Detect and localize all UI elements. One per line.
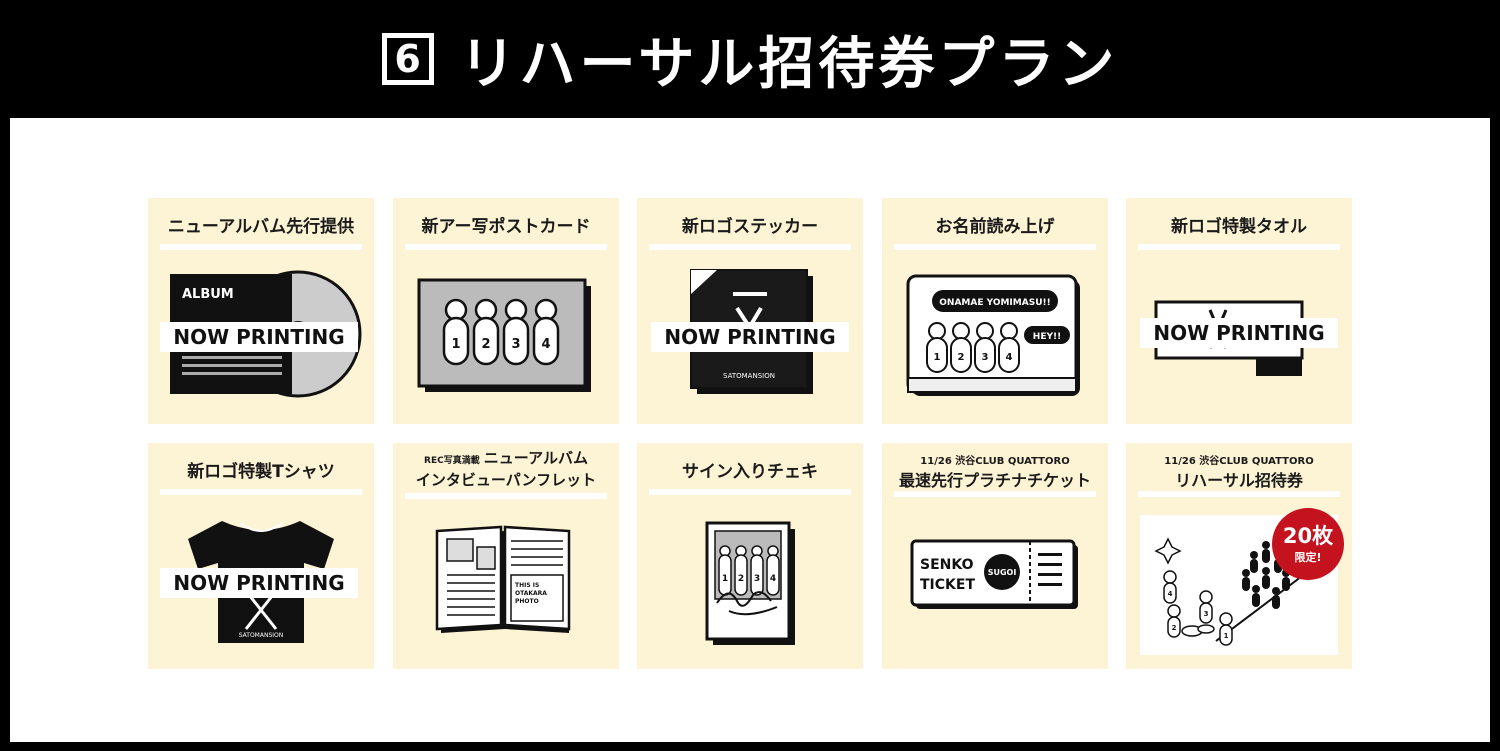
label-line1: ニューアルバム [483,449,588,467]
towel-icon [1154,300,1304,376]
instant-photo-icon: 1 2 3 4 [705,521,795,645]
plan-number: 6 [381,33,434,85]
figure-number: 4 [1168,590,1173,598]
card-pamphlet: REC写真満載ニューアルバム インタビューパンフレット THIS IS OTAK… [393,443,619,669]
card-label: 新ロゴ特製Tシャツ [187,462,335,482]
ticket-text: SENKO [920,557,974,573]
card-sticker: 新ロゴステッカー SATOMANSION NOW PRINTING [637,198,863,424]
bubble-text: ONAMAE YOMIMASU!! [939,298,1050,308]
rehearsal-scene-icon: 4 3 2 1 [1140,515,1338,655]
album-icon: ALBUM [170,270,362,398]
divider [405,244,607,250]
page-title: リハーサル招待券プラン [459,31,1119,97]
card-tshirt: 新ロゴ特製Tシャツ SATOMANSION NOW PRINTING [148,443,374,669]
figure-number: 2 [481,337,490,352]
brand-text: SATOMANSION [723,372,775,380]
page-text: OTAKARA [515,590,547,597]
ticket-circle-text: SUGOI [988,568,1017,577]
figure-number: 4 [541,337,550,352]
figure-number: 2 [738,574,744,584]
card-postcard: 新アー写ポストカード 1 2 3 4 [393,198,619,424]
divider [160,489,362,495]
figure-number: 3 [1204,610,1209,618]
label-line2: インタビューパンフレット [415,471,597,489]
tshirt-icon: SATOMANSION [188,521,334,643]
brand-text: SATOMANSION [239,632,284,639]
figure-number: 4 [1006,352,1013,363]
now-printing-label: NOW PRINTING [160,322,358,352]
divider [649,489,851,495]
card-label: ニューアルバム先行提供 [167,217,355,237]
now-printing-label: NOW PRINTING [651,322,849,352]
figure-number: 3 [754,574,760,584]
album-text: ALBUM [182,287,234,302]
card-label-small: 11/26 渋谷CLUB QUATTORO [920,456,1070,467]
figure-number: 4 [770,574,776,584]
figure-number: 3 [982,352,989,363]
divider [894,244,1096,250]
divider [160,244,362,250]
card-label: リハーサル招待券 [1175,471,1303,490]
figure-number: 3 [511,337,520,352]
figure-number: 2 [1172,624,1177,632]
badge-count: 20枚 [1282,524,1334,548]
limited-badge: 20枚 限定! [1272,508,1344,580]
card-towel: 新ロゴ特製タオル NOW PRINTING [1126,198,1352,424]
card-label: お名前読み上げ [935,217,1055,237]
divider [894,491,1096,497]
card-label: 新ロゴ特製タオル [1171,217,1307,237]
card-label: 新ロゴステッカー [681,217,819,237]
card-label: REC写真満載ニューアルバム インタビューパンフレット [393,449,619,490]
figure-number: 2 [958,352,965,363]
figure-number: 1 [934,352,941,363]
figure-number: 1 [451,337,460,352]
card-name-reading: お名前読み上げ ONAMAE YOMIMASU!! HEY!! 1 2 3 4 [882,198,1108,424]
header: 6 リハーサル招待券プラン [0,0,1500,118]
video-player-icon: ONAMAE YOMIMASU!! HEY!! 1 2 3 4 [906,274,1080,396]
ticket-icon: SENKO TICKET SUGOI [910,539,1078,609]
divider [1138,244,1340,250]
divider [649,244,851,250]
divider [1138,491,1340,497]
card-ticket: 11/26 渋谷CLUB QUATTORO 最速先行プラチナチケット SENKO… [882,443,1108,669]
postcard-icon: 1 2 3 4 [417,278,591,392]
card-label-small: 11/26 渋谷CLUB QUATTORO [1164,456,1314,467]
divider [405,493,607,499]
hey-text: HEY!! [1033,332,1061,342]
card-label: 最速先行プラチナチケット [898,471,1091,490]
page-text: PHOTO [515,598,539,605]
figure-number: 1 [722,574,728,584]
label-prefix: REC写真満載 [424,456,480,466]
card-label: 新アー写ポストカード [421,217,591,237]
badge-sub: 限定! [1294,551,1322,564]
card-album: ニューアルバム先行提供 ALBUM NOW PRINTING [148,198,374,424]
ticket-text: TICKET [920,577,975,593]
now-printing-label: NOW PRINTING [1140,318,1338,348]
page-text: THIS IS [515,582,539,589]
sticker-icon: SATOMANSION [690,269,813,394]
card-cheki: サイン入りチェキ 1 2 3 4 [637,443,863,669]
now-printing-label: NOW PRINTING [160,568,358,598]
pamphlet-icon: THIS IS OTAKARA PHOTO [435,525,571,633]
card-label: サイン入りチェキ [682,462,818,482]
figure-number: 1 [1224,632,1229,640]
